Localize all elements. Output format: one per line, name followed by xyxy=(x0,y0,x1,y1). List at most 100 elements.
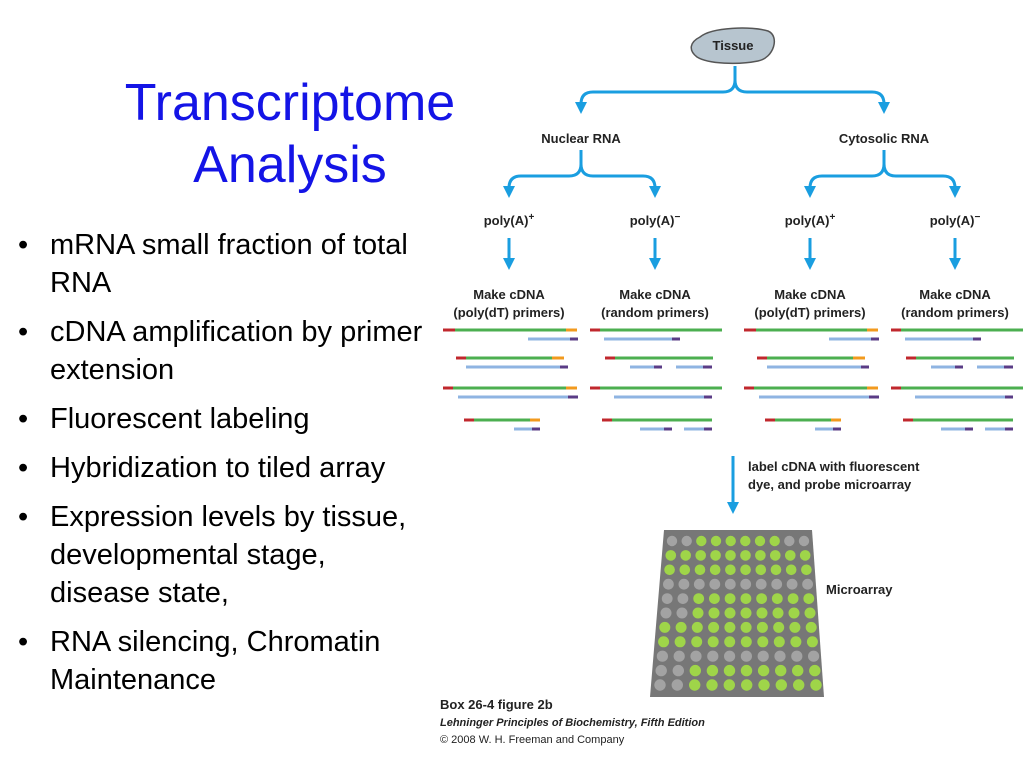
make-cdna-label: Make cDNA xyxy=(619,287,691,302)
microarray-spot xyxy=(689,664,701,677)
microarray-spot xyxy=(654,679,666,691)
primer-type-label: (poly(dT) primers) xyxy=(453,305,564,320)
primer-type-label: (poly(dT) primers) xyxy=(754,305,865,320)
microarray-spot xyxy=(724,636,736,648)
microarray-spot xyxy=(680,550,691,561)
microarray-spot xyxy=(802,578,813,590)
microarray-spot xyxy=(740,564,751,576)
microarray-spot xyxy=(785,564,797,576)
nuclear-split-connector xyxy=(579,163,661,198)
microarray-spot xyxy=(801,564,812,576)
microarray-spot xyxy=(710,535,722,547)
microarray-spot xyxy=(672,664,684,677)
make-cdna-label: Make cDNA xyxy=(919,287,991,302)
microarray-spot xyxy=(679,564,691,576)
microarray-spot xyxy=(693,593,705,604)
microarray-spot xyxy=(724,578,736,590)
bullet-item: Hybridization to tiled array xyxy=(18,449,428,487)
microarray-spot xyxy=(707,650,719,662)
microarray-spot xyxy=(774,650,786,662)
microarray-spot xyxy=(659,621,671,633)
nuclear-rna-label: Nuclear RNA xyxy=(541,131,621,146)
slide-title: Transcriptome Analysis xyxy=(60,72,520,196)
microarray-spot xyxy=(677,593,689,604)
microarray-spot xyxy=(775,679,787,691)
microarray-spot xyxy=(660,607,672,619)
microarray-label: Microarray xyxy=(826,582,893,597)
bullet-item: cDNA amplification by primer extension xyxy=(18,313,428,389)
microarray-spot xyxy=(773,636,785,648)
poly-a-minus-label: poly(A)− xyxy=(630,212,681,228)
microarray-spot xyxy=(771,578,783,590)
microarray-spot xyxy=(706,664,719,677)
microarray-spot xyxy=(740,621,752,633)
bullet-item: Expression levels by tissue, development… xyxy=(18,498,428,612)
tissue-label: Tissue xyxy=(713,38,754,53)
poly-a-plus-label: poly(A)+ xyxy=(484,212,535,228)
microarray-spot xyxy=(691,621,703,633)
microarray-spot xyxy=(673,650,685,662)
microarray-spot xyxy=(671,679,683,691)
microarray-spot xyxy=(740,650,753,662)
microarray-spot xyxy=(757,664,770,677)
bullet-item: Fluorescent labeling xyxy=(18,400,428,438)
microarray-spot xyxy=(775,664,787,677)
label-cdna-text: label cDNA with fluorescent xyxy=(748,459,920,474)
microarray-spot xyxy=(678,578,690,590)
microarray-spot xyxy=(756,621,768,633)
microarray-spot xyxy=(755,578,767,590)
caption-copyright: © 2008 W. H. Freeman and Company xyxy=(440,734,625,746)
microarray-spot xyxy=(754,535,766,547)
microarray-spot xyxy=(758,679,770,691)
microarray-spot xyxy=(725,564,736,576)
caption-title: Box 26-4 figure 2b xyxy=(440,697,553,712)
microarray-spots xyxy=(654,535,822,691)
microarray-spot xyxy=(785,550,796,561)
microarray-spot xyxy=(723,679,735,691)
microarray-spot xyxy=(693,578,705,590)
microarray-spot xyxy=(725,535,736,547)
microarray-spot xyxy=(707,636,719,648)
label-cdna-text: dye, and probe microarray xyxy=(748,477,912,492)
microarray-spot xyxy=(740,664,753,677)
nuclear-split-connector xyxy=(503,150,583,198)
microarray-spot xyxy=(810,679,822,691)
microarray-spot xyxy=(805,621,817,633)
microarray-spot xyxy=(757,636,769,648)
microarray-spot xyxy=(710,550,721,561)
microarray-spot xyxy=(793,679,805,691)
microarray-spot xyxy=(691,636,703,648)
microarray-spot xyxy=(709,578,721,590)
microarray-spot xyxy=(771,593,783,604)
microarray-spot xyxy=(664,564,675,576)
title-line-1: Transcriptome xyxy=(124,74,456,132)
microarray-spot xyxy=(787,593,799,604)
microarray-spot xyxy=(724,607,736,619)
microarray-spot xyxy=(676,607,688,619)
microarray-spot xyxy=(740,593,752,604)
microarray-spot xyxy=(709,564,721,576)
microarray-spot xyxy=(741,679,753,691)
cytosolic-split-connector xyxy=(882,163,961,198)
microarray-spot xyxy=(790,636,802,648)
microarray-spot xyxy=(769,535,780,547)
microarray-spot xyxy=(708,607,720,619)
microarray-spot xyxy=(773,621,785,633)
microarray-spot xyxy=(658,636,670,648)
microarray-spot xyxy=(709,593,720,604)
microarray-spot xyxy=(656,650,669,662)
microarray-spot xyxy=(788,607,800,619)
microarray-spot xyxy=(674,636,686,648)
microarray-spot xyxy=(675,621,687,633)
microarray-spot xyxy=(723,664,736,677)
microarray-spot xyxy=(806,636,818,648)
microarray-spot xyxy=(740,578,752,590)
cytosolic-split-connector xyxy=(804,150,886,198)
cytosolic-rna-label: Cytosolic RNA xyxy=(839,131,930,146)
microarray-spot xyxy=(786,578,798,590)
microarray-spot xyxy=(808,650,820,662)
microarray-spot xyxy=(681,535,692,547)
poly-a-minus-label: poly(A)− xyxy=(930,212,981,228)
microarray-spot xyxy=(655,664,667,677)
microarray-spot xyxy=(666,535,678,547)
